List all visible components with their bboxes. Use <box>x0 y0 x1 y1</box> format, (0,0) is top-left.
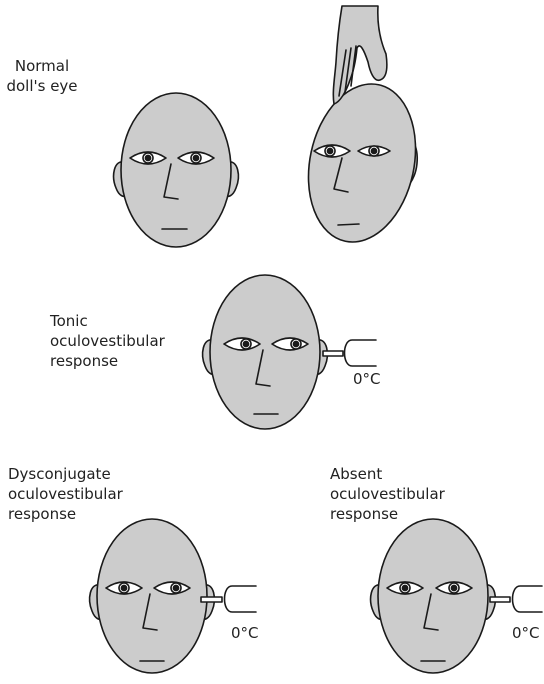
left-pupil <box>121 585 126 590</box>
head <box>97 519 207 673</box>
nozzle <box>490 597 510 602</box>
left-pupil <box>327 148 332 153</box>
head <box>121 93 231 247</box>
head <box>210 275 320 429</box>
face-tonic <box>203 275 328 429</box>
cold-water-syringe-absent <box>490 586 542 612</box>
left-pupil <box>243 341 248 346</box>
syringe-bulb <box>345 340 377 366</box>
face-dysconjugate <box>90 519 215 673</box>
left-pupil <box>145 155 150 160</box>
head <box>378 519 488 673</box>
nozzle <box>201 597 222 602</box>
head <box>295 74 430 252</box>
right-pupil <box>293 341 298 346</box>
right-pupil <box>371 148 376 153</box>
face-normal-rotated <box>295 74 430 252</box>
syringe-bulb <box>513 586 543 612</box>
face-normal-neutral <box>114 93 239 247</box>
mouth <box>338 224 359 225</box>
right-pupil <box>451 585 456 590</box>
right-pupil <box>193 155 198 160</box>
nozzle <box>323 351 343 356</box>
right-pupil <box>173 585 178 590</box>
cold-water-syringe-tonic <box>323 340 376 366</box>
face-absent <box>371 519 496 673</box>
syringe-bulb <box>225 586 257 612</box>
left-pupil <box>402 585 407 590</box>
